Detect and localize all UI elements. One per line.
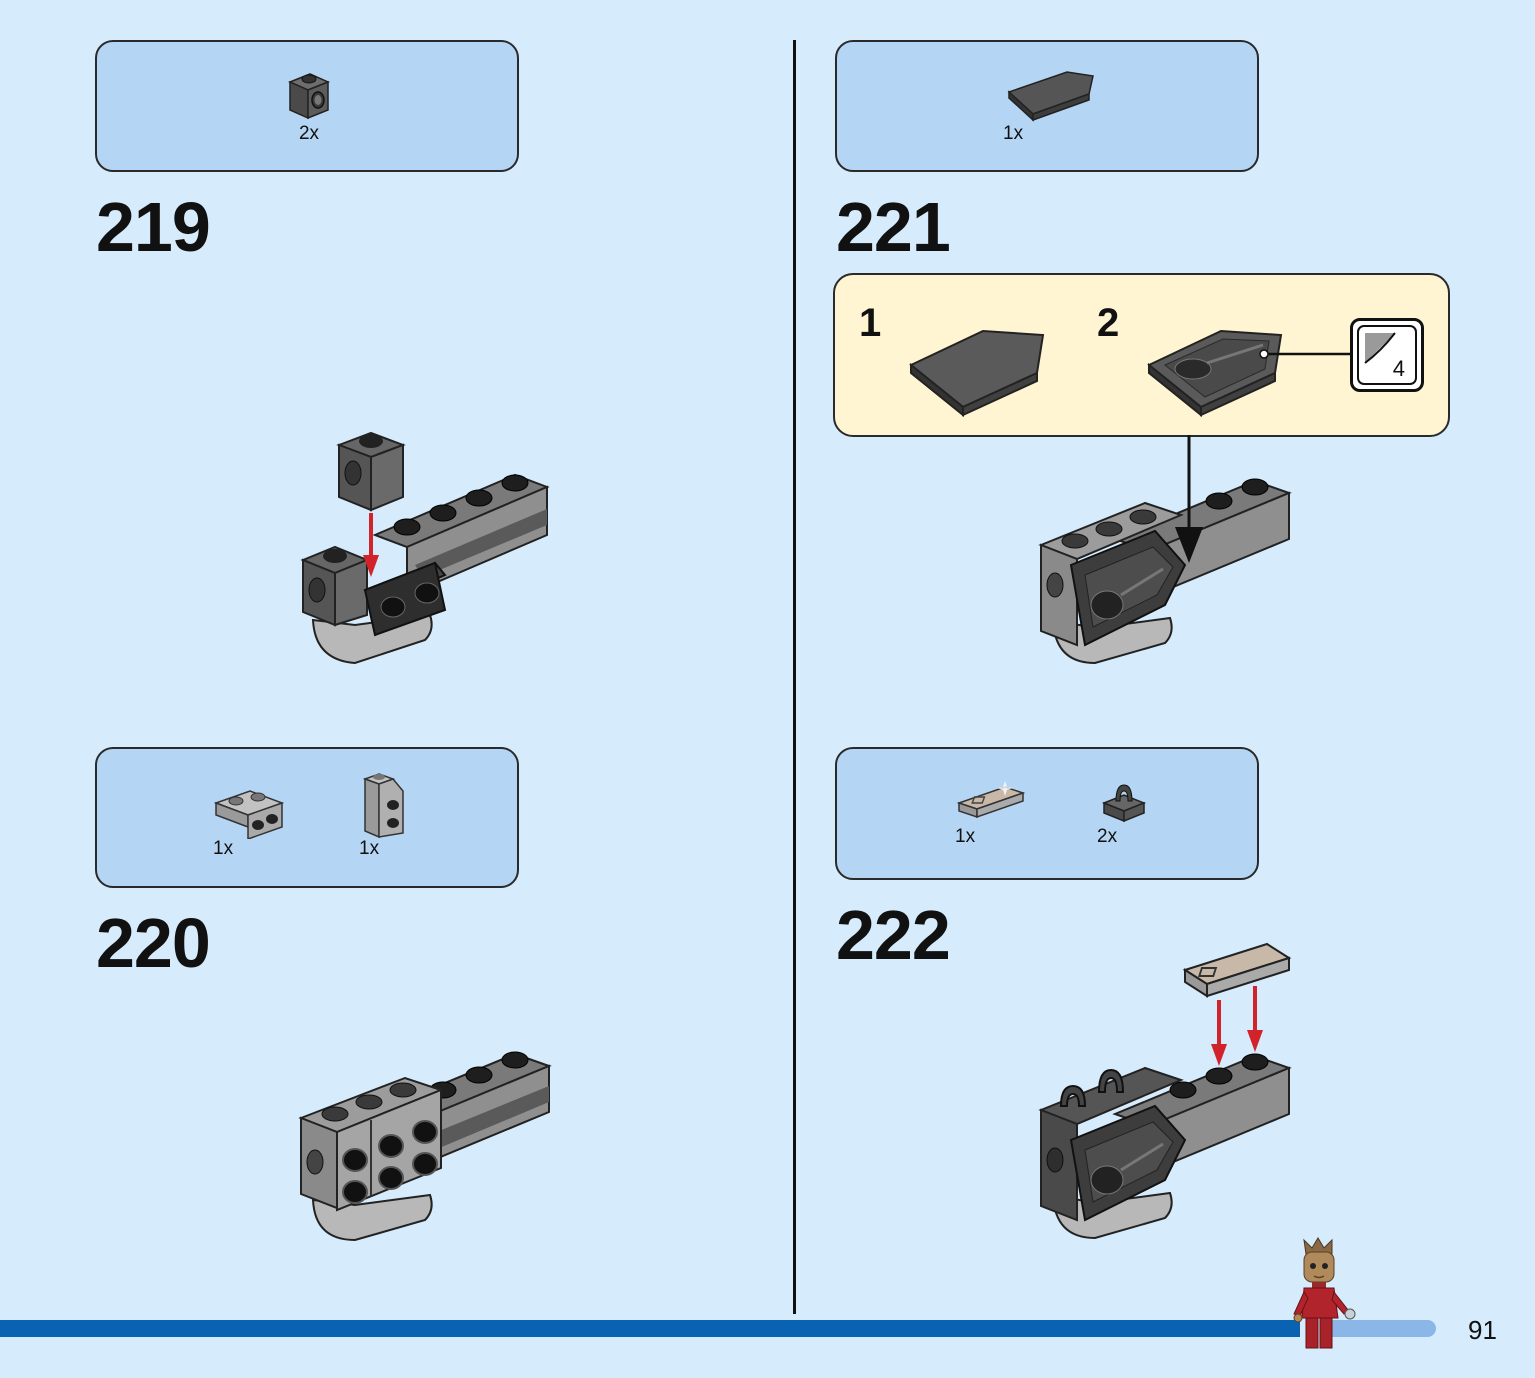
sticker-number: 4 — [1392, 356, 1405, 381]
plate-clip-icon — [1101, 784, 1147, 823]
part-quantity: 1x — [213, 838, 234, 859]
substep-number-1: 1 — [859, 301, 882, 345]
build-model-step-221 — [1038, 435, 1292, 665]
wedge-plate-icon — [1007, 71, 1094, 122]
part-item: 2x — [281, 68, 337, 144]
build-model-step-222 — [1038, 942, 1292, 1240]
sticker-sheet-icon: 4 — [1357, 325, 1417, 385]
parts-list-step-219: 2x — [95, 40, 519, 172]
tile-1x2-printed-icon — [956, 781, 1025, 819]
part-item: 1x — [355, 771, 411, 859]
build-model-step-219 — [300, 431, 550, 665]
part-quantity: 1x — [955, 826, 976, 847]
part-item: 2x — [1093, 779, 1153, 847]
build-model-step-220 — [298, 1051, 552, 1242]
groot-minifigure-icon — [1293, 1237, 1356, 1349]
part-item: 1x — [999, 68, 1099, 144]
part-quantity: 2x — [298, 123, 320, 144]
bracket-1x2-2x2-icon — [213, 790, 285, 839]
part-quantity: 2x — [1097, 826, 1118, 847]
page-footer-bar — [0, 1320, 1300, 1337]
step-number-220: 220 — [96, 904, 211, 982]
subassembly-box-step-221: 1 2 — [833, 273, 1450, 437]
sticker-callout: 4 — [1350, 318, 1424, 392]
wedge-plate-icon — [909, 329, 1045, 417]
parts-list-step-220: 1x 1x — [95, 747, 519, 888]
bracket-1x1-1x2-icon — [362, 773, 404, 839]
brick-1x1-with-hole-icon — [288, 73, 330, 120]
page-number: 91 — [1468, 1315, 1497, 1345]
step-number-222: 222 — [836, 896, 951, 974]
step-number-219: 219 — [96, 188, 211, 266]
page-divider — [793, 40, 796, 1314]
parts-list-step-221: 1x — [835, 40, 1259, 172]
part-item: 1x — [209, 783, 289, 859]
part-quantity: 1x — [1003, 123, 1024, 144]
page-footer-bar-end — [1330, 1320, 1436, 1337]
parts-list-step-222: 1x 2x — [835, 747, 1259, 880]
part-item: 1x — [949, 779, 1029, 847]
part-quantity: 1x — [359, 838, 380, 859]
substep-number-2: 2 — [1097, 301, 1120, 345]
sticker-callout-line — [1259, 349, 1355, 359]
wedge-plate-with-sticker-icon — [1147, 329, 1283, 417]
step-number-221: 221 — [836, 188, 951, 266]
